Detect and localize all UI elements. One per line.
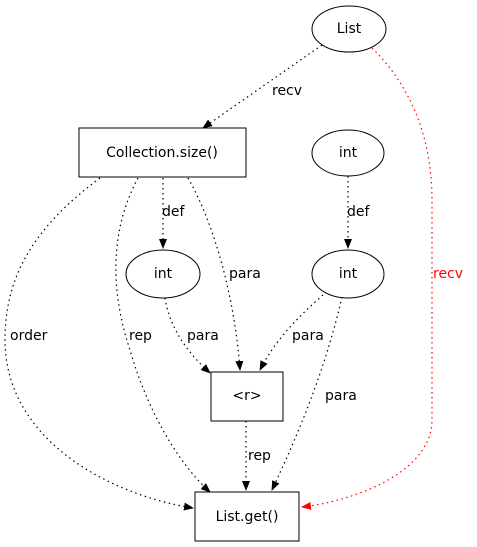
- edge-label-size-to-get-order: order: [10, 328, 48, 344]
- node-collection-size-label: Collection.size(): [106, 145, 218, 161]
- node-r[interactable]: <r>: [210, 371, 284, 422]
- node-list-get[interactable]: List.get(): [194, 491, 300, 542]
- edge-label-size-to-get-rep: rep: [129, 328, 152, 344]
- edge-list-to-size: [202, 44, 323, 129]
- edge-label-list-to-size: recv: [272, 83, 302, 99]
- node-collection-size[interactable]: Collection.size(): [78, 127, 247, 178]
- node-int-right-label: int: [339, 266, 358, 282]
- node-list-get-label: List.get(): [216, 509, 279, 525]
- edge-size-to-r: [187, 177, 244, 371]
- edge-int-right-to-get: [271, 296, 343, 491]
- nodes: List Collection.size() int int int <r> L…: [78, 5, 387, 542]
- node-int-left-label: int: [154, 266, 173, 282]
- edge-label-int-right-to-get: para: [325, 388, 357, 404]
- node-int-top-label: int: [339, 145, 358, 161]
- edge-label-int-top-to-int-right: def: [347, 204, 371, 220]
- node-list[interactable]: List: [311, 5, 387, 53]
- edge-int-left-to-r: [164, 297, 211, 374]
- node-int-left[interactable]: int: [125, 249, 201, 299]
- edge-label-list-to-get: recv: [433, 266, 463, 282]
- edge-label-r-to-get: rep: [248, 448, 271, 464]
- edge-label-int-right-to-r: para: [292, 328, 324, 344]
- node-list-label: List: [337, 21, 362, 37]
- edge-labels: recv recv order rep def para def para pa…: [10, 83, 463, 464]
- edge-label-size-to-r: para: [229, 266, 261, 282]
- edges: [4, 44, 433, 511]
- node-int-right[interactable]: int: [311, 249, 385, 299]
- edge-label-int-left-to-r: para: [187, 328, 219, 344]
- edge-label-size-to-int-left: def: [162, 204, 186, 220]
- node-r-label: <r>: [232, 388, 261, 404]
- node-int-top[interactable]: int: [311, 129, 385, 177]
